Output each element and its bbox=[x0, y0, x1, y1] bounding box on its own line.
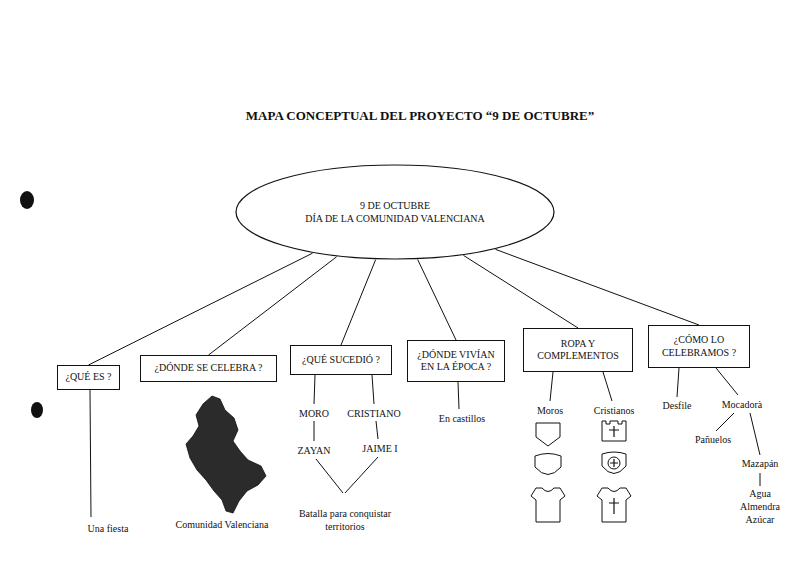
leaf-label: Comunidad Valenciana bbox=[157, 518, 287, 531]
node-text: ¿QUÉ SUCEDIÓ ? bbox=[302, 354, 380, 367]
crosses bbox=[609, 426, 619, 514]
leaf-label: En castillos bbox=[422, 412, 502, 425]
leaf-label: JAIME I bbox=[350, 442, 410, 455]
costume-symbols bbox=[531, 421, 631, 522]
node-text: 9 DE OCTUBRE bbox=[360, 199, 430, 213]
node-text: DÍA DE LA COMUNIDAD VALENCIANA bbox=[305, 212, 485, 226]
connector-line bbox=[463, 255, 578, 328]
connector-line bbox=[209, 257, 337, 355]
leaf-label: Desfile bbox=[652, 399, 702, 412]
leaf-label: Una fiesta bbox=[73, 522, 143, 535]
region-map bbox=[186, 396, 266, 513]
connector-line bbox=[89, 253, 313, 365]
node-text: ¿DÓNDE VIVÍAN EN LA ÉPOCA ? bbox=[413, 349, 499, 374]
christian-shield bbox=[602, 452, 626, 474]
node-text: ROPA Y COMPLEMENTOS bbox=[529, 338, 627, 363]
leaf-label: CRISTIANO bbox=[339, 407, 409, 420]
connector-line bbox=[341, 260, 376, 345]
leaf-label: Mazapán bbox=[732, 457, 788, 470]
binding-holes bbox=[20, 191, 43, 418]
leaf-label: Pañuelos bbox=[683, 433, 743, 446]
leaf-label: Mocadorà bbox=[712, 398, 772, 411]
leaf-label: MORO bbox=[284, 407, 344, 420]
leaf-label: Batalla para conquistar territorios bbox=[280, 507, 410, 533]
node-text: ¿QUÉ ES ? bbox=[65, 371, 111, 384]
leaf-label: Cristianos bbox=[584, 404, 644, 417]
question-box: ¿CÓMO LO CELEBRAMOS ? bbox=[648, 325, 750, 368]
christian-tunic bbox=[597, 488, 631, 522]
question-box: ¿DÓNDE VIVÍAN EN LA ÉPOCA ? bbox=[407, 340, 505, 382]
moor-badge bbox=[536, 423, 560, 446]
central-ellipse: 9 DE OCTUBREDÍA DE LA COMUNIDAD VALENCIA… bbox=[235, 164, 555, 260]
ellipse-outline bbox=[235, 164, 555, 260]
connector-line bbox=[418, 260, 456, 340]
question-box: ¿DÓNDE SE CELEBRA ? bbox=[140, 355, 277, 382]
crescents bbox=[545, 428, 550, 511]
question-box: ¿QUÉ ES ? bbox=[57, 365, 120, 390]
binding-hole bbox=[31, 402, 43, 418]
connector-line bbox=[495, 249, 699, 325]
moor-shield bbox=[535, 454, 561, 475]
node-text: ¿DÓNDE SE CELEBRA ? bbox=[154, 362, 262, 375]
moor-tunic bbox=[531, 488, 565, 522]
leaf-label: Agua Almendra Azúcar bbox=[734, 487, 786, 526]
leader-lines bbox=[90, 368, 760, 517]
page-title: MAPA CONCEPTUAL DEL PROYECTO “9 DE OCTUB… bbox=[0, 108, 800, 124]
christian-castle-badge bbox=[602, 421, 626, 441]
question-box: ¿QUÉ SUCEDIÓ ? bbox=[290, 345, 392, 375]
question-box: ROPA Y COMPLEMENTOS bbox=[523, 328, 633, 372]
node-text: ¿CÓMO LO CELEBRAMOS ? bbox=[654, 334, 744, 359]
binding-hole bbox=[20, 191, 34, 209]
leaf-label: ZAYAN bbox=[284, 444, 344, 457]
christian-shield-ring bbox=[608, 457, 620, 469]
leaf-label: Moros bbox=[525, 404, 575, 417]
